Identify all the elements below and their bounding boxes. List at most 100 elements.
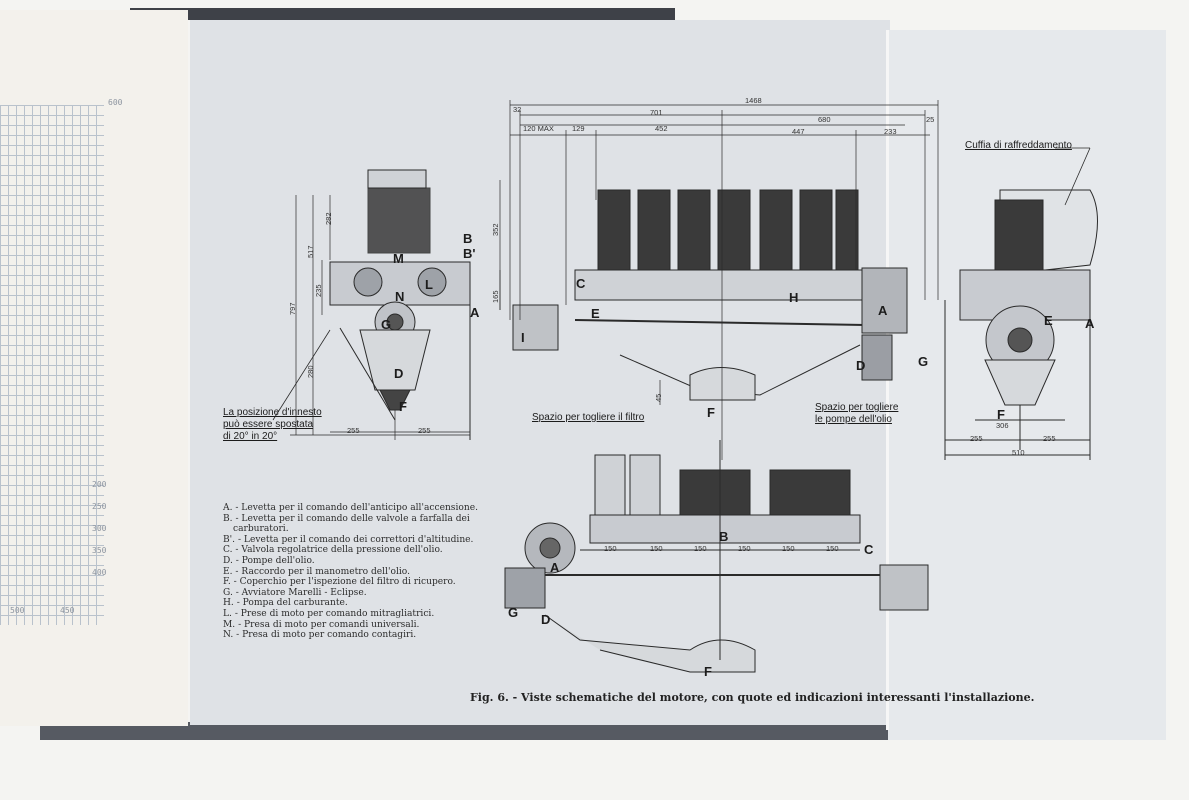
dim-306: 306: [996, 421, 1009, 430]
book-cover-edge-top: [130, 8, 675, 20]
label-B: B: [719, 529, 729, 544]
legend-item: carburatori.: [233, 524, 289, 535]
left-tick: 400: [92, 568, 107, 577]
dim-797: 797: [288, 302, 297, 315]
left-tick: 350: [92, 546, 107, 555]
label-I: I: [521, 330, 525, 345]
label-E: E: [1044, 313, 1053, 328]
note-innesto-line: di 20° in 20°: [223, 431, 278, 442]
label-L: L: [425, 277, 433, 292]
note-pompe: Spazio per togliere le pompe dell'olio: [815, 402, 898, 426]
label-B-prime: B': [463, 246, 476, 261]
legend-item: H. - Pompa del carburante.: [223, 598, 348, 609]
legend-item: B'. - Levetta per il comando dei corrett…: [223, 534, 474, 545]
label-D: D: [394, 366, 404, 381]
label-H: H: [789, 290, 799, 305]
note-cuffia-line: Cuffia di raffreddamento: [965, 140, 1072, 151]
legend-item: L. - Prese di moto per comando mitraglia…: [223, 608, 435, 619]
dim-150: 150: [738, 544, 751, 553]
label-A: A: [470, 305, 480, 320]
dim-45: 45: [654, 393, 663, 402]
legend-item: B. - Levetta per il comando delle valvol…: [223, 513, 470, 524]
left-tick: 300: [92, 524, 107, 533]
legend-item: F. - Coperchio per l'ispezione del filtr…: [223, 577, 456, 588]
label-C: C: [576, 276, 586, 291]
legend: A. - Levetta per il comando dell'anticip…: [223, 503, 478, 641]
dim-120-max: 120 MAX: [523, 124, 554, 133]
dim-447: 447: [792, 127, 805, 136]
label-M: M: [393, 251, 404, 266]
dim-150: 150: [604, 544, 617, 553]
left-tick: 250: [92, 502, 107, 511]
dim-510: 510: [1012, 448, 1025, 457]
dim-1468: 1468: [745, 96, 762, 105]
label-D: D: [856, 358, 866, 373]
label-F: F: [399, 399, 407, 414]
left-page: 600 200 250 300 350 400 450 500: [0, 10, 188, 726]
dim-233: 233: [884, 127, 897, 136]
dim-282: 282: [324, 212, 333, 225]
label-A: A: [1085, 316, 1095, 331]
label-D: D: [541, 612, 551, 627]
legend-item: G. - Avviatore Marelli - Eclipse.: [223, 587, 367, 598]
dim-25: 25: [926, 115, 935, 124]
note-pompe-line: Spazio per togliere: [815, 402, 899, 413]
side-view-engine: [512, 189, 908, 401]
dim-150: 150: [826, 544, 839, 553]
left-tick: 450: [60, 606, 75, 615]
legend-item: D. - Pompe dell'olio.: [223, 555, 315, 566]
label-A: A: [550, 560, 560, 575]
legend-item: M. - Presa di moto per comandi universal…: [223, 619, 420, 630]
dim-165: 165: [491, 290, 500, 303]
dim-255: 255: [970, 434, 983, 443]
graph-paper-grid: [0, 105, 104, 625]
left-tick: 500: [10, 606, 25, 615]
label-F: F: [997, 407, 1005, 422]
label-F: F: [707, 405, 715, 420]
dim-352: 352: [491, 223, 500, 236]
rear-view-engine: [944, 189, 1098, 460]
dim-255-right: 255: [418, 426, 431, 435]
dim-255: 255: [1043, 434, 1056, 443]
dim-280: 280: [306, 365, 315, 378]
front-view-engine: [329, 169, 471, 440]
note-cuffia: Cuffia di raffreddamento: [965, 140, 1072, 152]
legend-item: E. - Raccordo per il manometro dell'olio…: [223, 566, 410, 577]
label-B: B: [463, 231, 473, 246]
label-G: G: [918, 354, 929, 369]
dim-517: 517: [306, 245, 315, 258]
label-G: G: [508, 605, 519, 620]
note-pompe-line: le pompe dell'olio: [815, 414, 892, 425]
label-N: N: [395, 289, 405, 304]
dim-129: 129: [572, 124, 585, 133]
dim-150: 150: [694, 544, 707, 553]
side-view-dimensions: [499, 100, 939, 460]
dim-680: 680: [818, 115, 831, 124]
label-C: C: [864, 542, 874, 557]
left-tick: 600: [108, 98, 123, 107]
dim-150: 150: [650, 544, 663, 553]
dim-255-left: 255: [347, 426, 360, 435]
left-tick: 200: [92, 480, 107, 489]
label-F: F: [704, 664, 712, 679]
book-cover-edge-bottom: [40, 722, 1160, 740]
dim-32: 32: [513, 105, 522, 114]
note-innesto-line: La posizione d'innesto: [223, 407, 322, 418]
note-filtro-line: Spazio per togliere il filtro: [532, 412, 645, 423]
front-view-dimensions: [290, 195, 470, 440]
legend-item: A. - Levetta per il comando dell'anticip…: [223, 503, 478, 513]
note-innesto: La posizione d'innesto può essere sposta…: [223, 407, 322, 443]
label-G: G: [381, 317, 392, 332]
note-innesto-line: può essere spostata: [223, 419, 314, 430]
legend-item: N. - Presa di moto per comando contagiri…: [223, 630, 417, 641]
label-A: A: [878, 303, 888, 318]
legend-item: C. - Valvola regolatrice della pressione…: [223, 545, 443, 556]
figure-caption: Fig. 6. - Viste schematiche del motore, …: [470, 691, 1035, 704]
top-view-engine: [504, 440, 929, 673]
dim-701: 701: [650, 108, 663, 117]
label-E: E: [591, 306, 600, 321]
dim-150: 150: [782, 544, 795, 553]
note-filtro: Spazio per togliere il filtro: [532, 412, 644, 424]
